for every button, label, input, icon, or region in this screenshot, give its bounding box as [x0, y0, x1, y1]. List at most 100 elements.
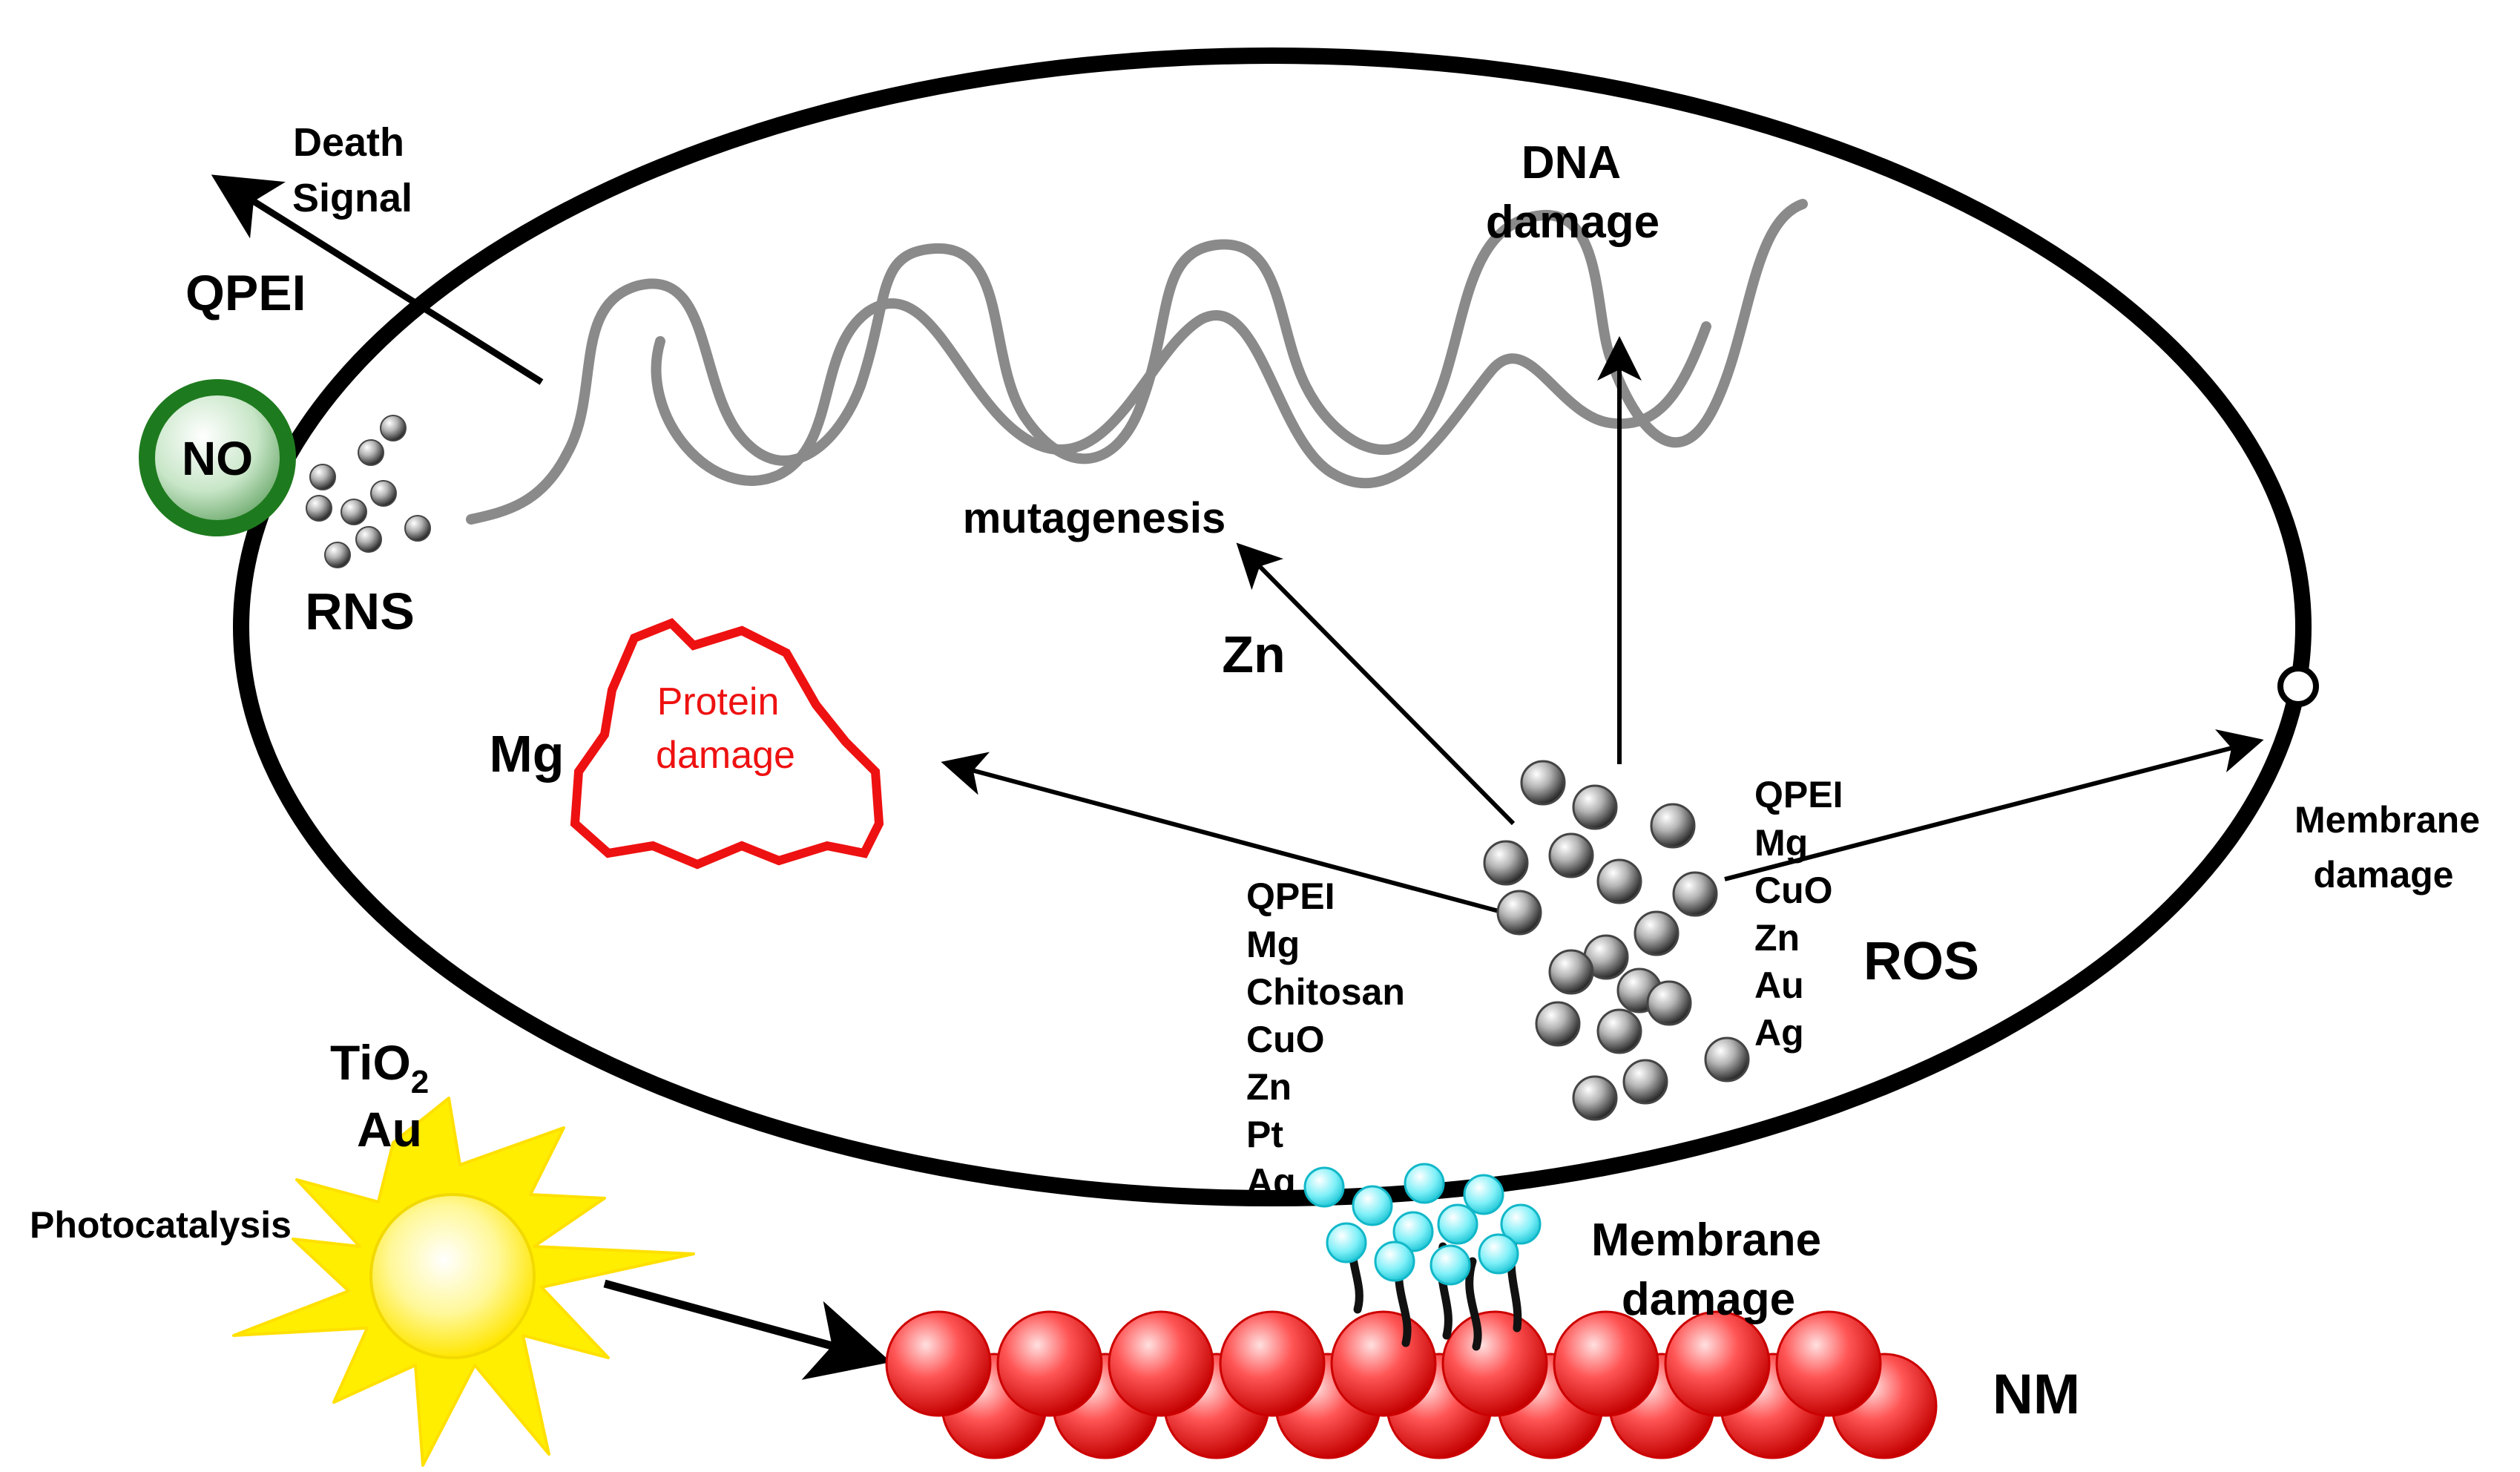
arrow-death-signal: [211, 174, 544, 385]
agent-left-item: Ag: [1246, 1161, 1296, 1203]
ros-sphere: [1650, 803, 1696, 849]
protein-damage-line-2: damage: [656, 734, 795, 777]
membrane-damage-bottom-line-2: damage: [1622, 1274, 1795, 1325]
lipid-head: [1392, 1211, 1434, 1252]
arrow-to-membrane: [1724, 729, 2264, 881]
ros-sphere: [1520, 760, 1566, 806]
dna-strand-secondary: [651, 298, 1711, 489]
lipid-head: [1326, 1222, 1367, 1264]
ros-label: ROS: [1863, 932, 1979, 991]
tio2-base: TiO: [330, 1035, 411, 1090]
nm-sphere: [1775, 1310, 1882, 1417]
ros-sphere: [1672, 871, 1718, 917]
lipid-head: [1500, 1203, 1542, 1245]
no-label: NO: [182, 432, 253, 485]
zn-label: Zn: [1222, 625, 1286, 683]
nm-sphere: [885, 1310, 992, 1417]
agent-right-item: Zn: [1754, 917, 1800, 959]
nm-sphere: [1553, 1310, 1659, 1417]
rns-label: RNS: [305, 582, 415, 640]
arrow-to-mutagenesis: [1236, 542, 1516, 826]
tio2-label: TiO2: [330, 1035, 429, 1100]
agent-left-item: Pt: [1246, 1114, 1283, 1155]
membrane-damage-right-label: Membrane damage: [2294, 799, 2480, 896]
rns-spheres: [306, 415, 431, 568]
ros-sphere: [1572, 784, 1618, 830]
agent-right-item: Ag: [1754, 1012, 1804, 1054]
ros-sphere: [1646, 980, 1692, 1026]
membrane-damage-bottom-line-1: Membrane: [1591, 1215, 1821, 1266]
agent-right-item: QPEI: [1754, 774, 1843, 815]
rns-sphere: [358, 439, 384, 466]
nm-sphere: [996, 1310, 1103, 1417]
rns-sphere: [355, 526, 382, 553]
agents-left-list: QPEI Mg Chitosan CuO Zn Pt Ag: [1246, 875, 1405, 1203]
no-molecule: [139, 379, 296, 536]
ros-sphere: [1548, 832, 1594, 878]
sun-icon: [232, 1097, 695, 1467]
ros-sphere: [1483, 840, 1529, 886]
agent-left-item: Mg: [1246, 924, 1300, 965]
arrow-to-protein: [941, 752, 1533, 922]
tio2-subscript: 2: [411, 1064, 429, 1100]
mutagenesis-label: mutagenesis: [963, 494, 1226, 542]
rns-sphere: [324, 542, 351, 568]
rns-sphere: [309, 464, 336, 490]
lipid-head: [1478, 1233, 1519, 1275]
death-signal-label: Death Signal: [292, 120, 412, 220]
ros-sphere: [1496, 890, 1542, 936]
agent-left-item: CuO: [1246, 1019, 1325, 1060]
rns-sphere: [380, 415, 407, 441]
ros-spheres: [1483, 760, 1750, 1121]
membrane-damage-bottom-label: Membrane damage: [1591, 1215, 1821, 1325]
rns-sphere: [306, 495, 332, 522]
rns-sphere: [341, 499, 367, 525]
agent-right-item: Mg: [1754, 822, 1808, 864]
ros-sphere: [1548, 949, 1594, 995]
nm-sphere: [1219, 1310, 1326, 1417]
nm-label: NM: [1993, 1363, 2080, 1426]
mg-label: Mg: [489, 725, 564, 783]
nm-sphere: [1108, 1310, 1214, 1417]
rns-sphere: [370, 480, 397, 507]
lipid-head: [1374, 1241, 1415, 1282]
au-label: Au: [357, 1102, 422, 1157]
dna-strand: [466, 199, 1808, 525]
ros-sphere: [1596, 1008, 1642, 1054]
cell-membrane: [233, 47, 2312, 1206]
lipid-head: [1303, 1166, 1345, 1208]
agent-right-item: Au: [1754, 965, 1804, 1006]
agent-left-item: QPEI: [1246, 875, 1335, 917]
ros-sphere: [1535, 1001, 1581, 1047]
agent-left-item: Chitosan: [1246, 971, 1405, 1013]
lipid-head: [1463, 1174, 1504, 1215]
dna-damage-line-2: damage: [1486, 197, 1659, 248]
rns-sphere: [404, 515, 431, 542]
death-signal-line-1: Death: [293, 120, 404, 165]
ros-sphere: [1572, 1075, 1618, 1121]
agent-left-item: Zn: [1246, 1066, 1292, 1108]
nm-sphere: [1330, 1310, 1437, 1417]
ros-sphere: [1596, 858, 1642, 904]
agents-right-list: QPEI Mg CuO Zn Au Ag: [1754, 774, 1843, 1054]
protein-damage-line-1: Protein: [657, 680, 780, 723]
death-signal-line-2: Signal: [292, 176, 412, 220]
protein-damage-label: Protein damage: [656, 680, 795, 777]
lipid-heads: [1303, 1163, 1542, 1286]
lipid-head: [1437, 1203, 1478, 1245]
ros-sphere: [1622, 1059, 1668, 1105]
qpei-top-label: QPEI: [185, 265, 306, 321]
arrow-photocatalysis: [603, 1279, 892, 1380]
nm-spheres: [885, 1310, 1938, 1459]
ros-sphere: [1634, 910, 1680, 956]
ros-sphere: [1704, 1036, 1750, 1082]
lipid-head: [1352, 1185, 1393, 1226]
membrane-pore: [2277, 666, 2319, 707]
dna-damage-label: DNA damage: [1486, 137, 1659, 248]
dna-damage-line-1: DNA: [1521, 137, 1621, 188]
membrane-damage-right-line-2: damage: [2314, 854, 2454, 896]
lipid-head: [1404, 1163, 1445, 1204]
agent-right-item: CuO: [1754, 870, 1833, 911]
